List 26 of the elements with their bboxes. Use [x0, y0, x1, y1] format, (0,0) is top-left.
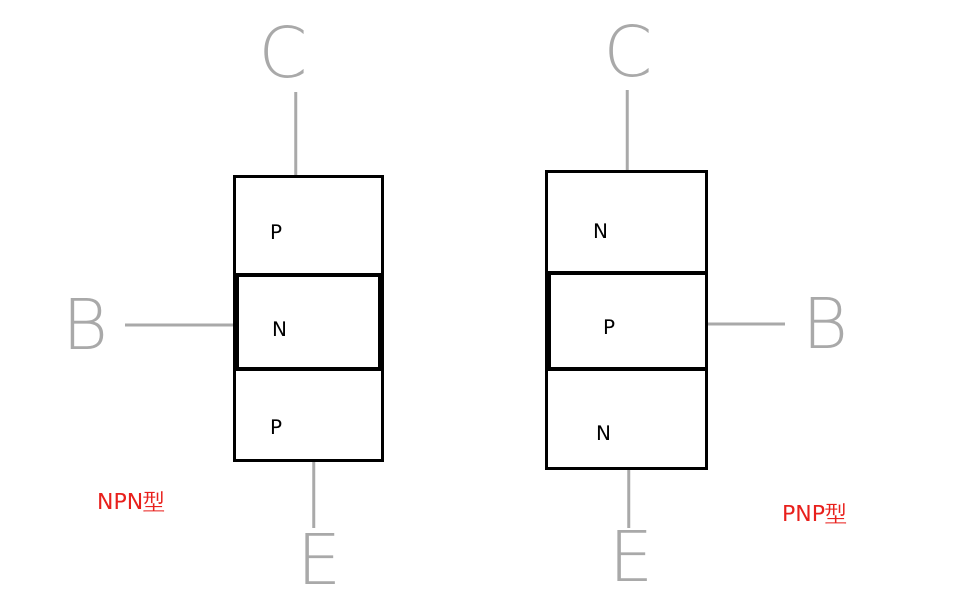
semiconductor-layer [545, 368, 708, 470]
layer-label: P [270, 417, 282, 437]
semiconductor-layer [233, 368, 384, 462]
terminal-lead [312, 462, 316, 528]
transistor-type-label: PNP型 [782, 504, 847, 526]
terminal-lead [627, 470, 630, 528]
semiconductor-layer [233, 274, 384, 370]
terminal-label: E [602, 532, 660, 582]
terminal-lead [626, 90, 629, 170]
semiconductor-layer [233, 175, 384, 276]
semiconductor-layer [545, 170, 708, 274]
semiconductor-layer [545, 272, 708, 370]
terminal-label: C [603, 18, 653, 86]
terminal-label: C [258, 18, 308, 88]
terminal-lead [294, 92, 298, 175]
terminal-label: B [55, 290, 115, 360]
layer-label: P [603, 317, 616, 337]
transistor-type-label: NPN型 [97, 492, 166, 514]
layer-label: N [593, 221, 608, 241]
layer-label: N [272, 319, 287, 339]
layer-label: P [270, 222, 282, 242]
terminal-lead [125, 324, 233, 326]
layer-label: N [596, 423, 611, 443]
terminal-lead [708, 322, 785, 326]
terminal-label: B [795, 290, 855, 358]
terminal-label: E [290, 532, 348, 587]
